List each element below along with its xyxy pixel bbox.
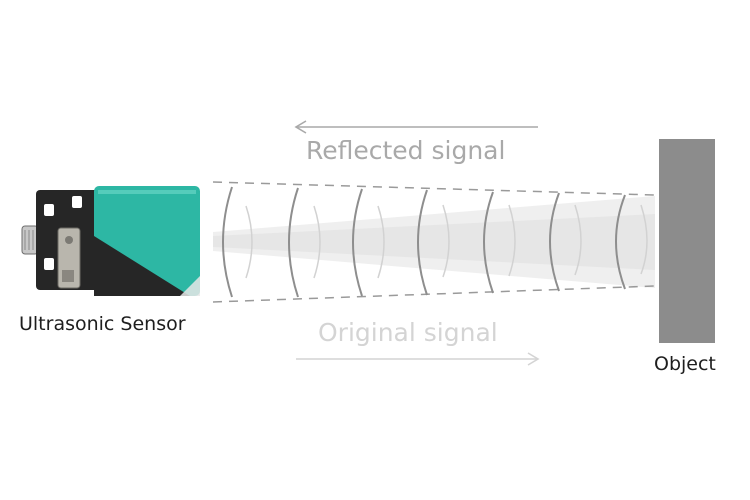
beam-edge-bottom — [212, 285, 656, 303]
echo-3 — [377, 205, 385, 279]
reflected-arrow — [294, 120, 538, 134]
wavefront-3 — [352, 188, 363, 297]
object-label: Object — [654, 353, 716, 375]
original-signal-label: Original signal — [318, 318, 498, 347]
echo-5 — [508, 204, 516, 277]
echo-7 — [640, 204, 648, 275]
beam-edge-top — [212, 181, 656, 196]
ultrasonic-sensor — [21, 186, 200, 296]
sensor-label: Ultrasonic Sensor — [19, 313, 186, 335]
signal-beam-inner — [213, 214, 655, 270]
wavefront-7 — [615, 194, 626, 290]
wavefronts — [222, 186, 626, 298]
sensor-connector — [21, 225, 39, 255]
wavefront-5 — [483, 191, 494, 294]
wavefront-2 — [288, 187, 299, 298]
reflected-signal-label: Reflected signal — [306, 136, 506, 165]
echo-1 — [245, 205, 253, 279]
wavefront-4 — [417, 189, 428, 296]
original-arrow — [296, 352, 540, 366]
sensor-dark-corner — [94, 236, 190, 296]
wavefront-echoes — [245, 204, 648, 279]
wavefront-1 — [222, 186, 233, 298]
object-block — [659, 139, 715, 343]
echo-6 — [574, 204, 582, 276]
echo-4 — [442, 204, 450, 278]
wavefront-6 — [549, 192, 560, 292]
echo-2 — [313, 205, 321, 279]
